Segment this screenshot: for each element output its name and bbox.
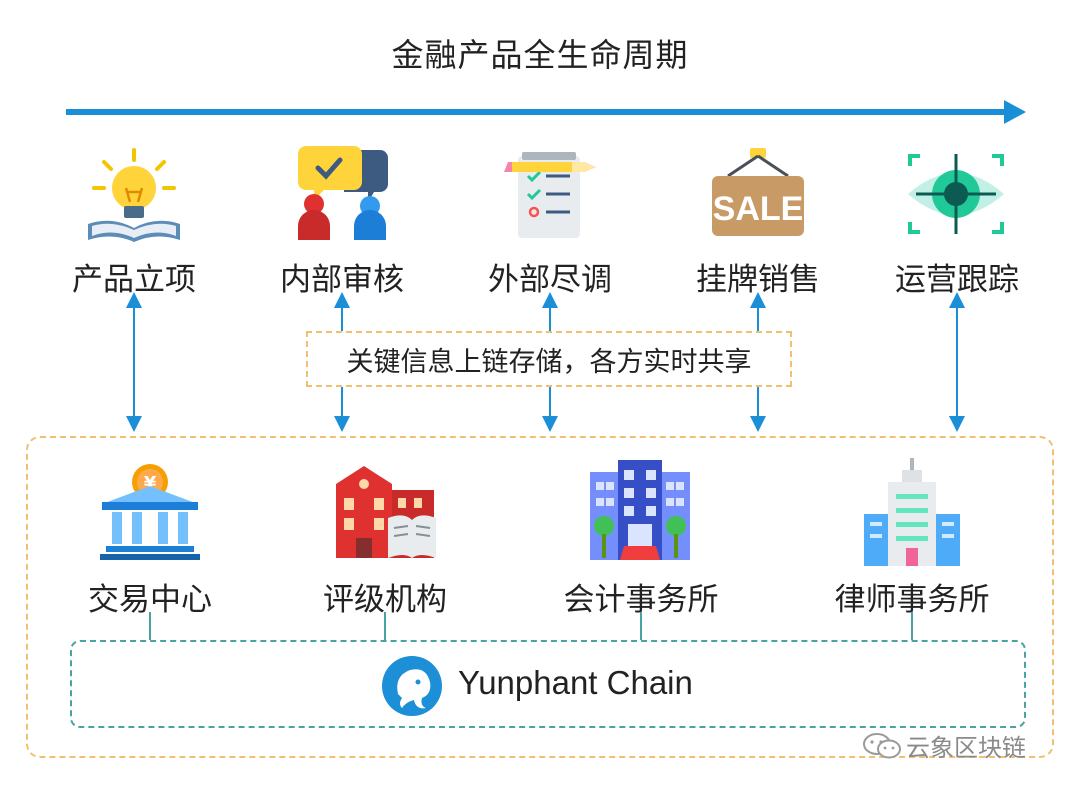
timeline-arrowhead	[1004, 100, 1026, 124]
svg-text:SALE: SALE	[713, 190, 804, 228]
review-discussion-icon	[298, 146, 388, 240]
sale-sign-icon: SALE	[712, 148, 804, 236]
lightbulb-book-icon	[88, 148, 180, 242]
skyscraper-icon	[864, 458, 960, 566]
chain-name: Yunphant Chain	[458, 664, 693, 701]
shared-info-note: 关键信息上链存储，各方实时共享	[306, 331, 792, 387]
stage-label: 内部审核	[280, 262, 404, 298]
participants-frame	[26, 436, 1054, 758]
stage-label: 外部尽调	[488, 262, 612, 298]
elephant-logo-icon	[382, 656, 442, 716]
watermark-text: 云象区块链	[906, 734, 1026, 762]
diagram-title: 金融产品全生命周期	[391, 36, 689, 74]
eye-target-icon	[908, 154, 1004, 234]
stage-label: 运营跟踪	[895, 262, 1019, 298]
stage-label: 产品立项	[72, 262, 196, 298]
bank-yuan-icon: ¥	[100, 464, 200, 560]
watermark: 云象区块链	[862, 728, 1026, 763]
chain-platform-box	[70, 640, 1026, 728]
office-building-icon	[590, 460, 690, 560]
institution-building-icon	[336, 466, 436, 558]
wechat-icon	[863, 732, 901, 758]
stage-label: 挂牌销售	[696, 262, 820, 298]
checklist-icon	[504, 152, 596, 238]
